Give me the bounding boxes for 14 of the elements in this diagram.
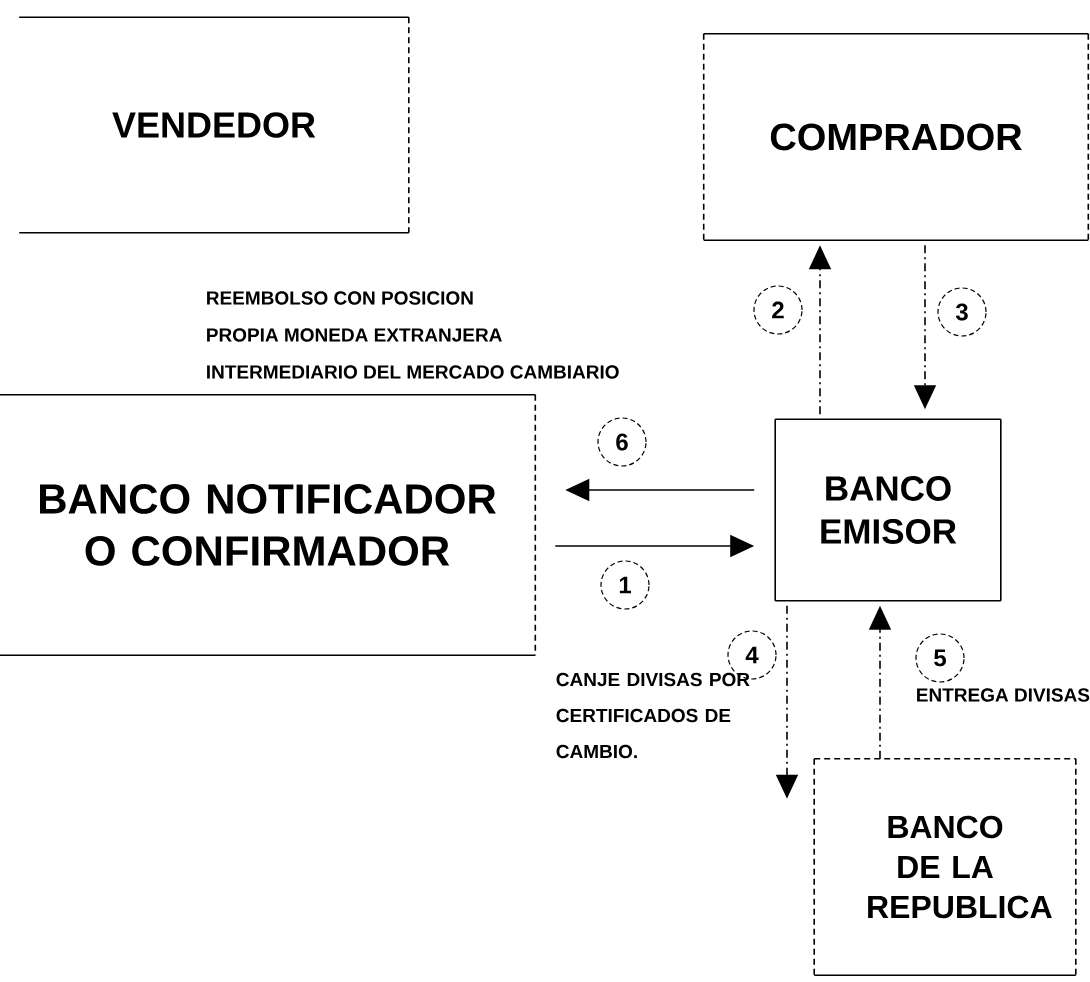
step-number: 5 bbox=[915, 633, 965, 683]
note-text: CANJE DIVISAS POR CERTIFICADOS DE CAMBIO. bbox=[556, 672, 750, 759]
party-box: BANCO EMISOR bbox=[774, 418, 1002, 602]
note-text: PROPIA MONEDA EXTRANJERA bbox=[207, 328, 502, 342]
step-number: 3 bbox=[937, 287, 987, 337]
note-text: ENTREGA DIVISAS bbox=[917, 688, 1090, 702]
party-box: COMPRADOR bbox=[702, 32, 1090, 242]
party-box: BANCO NOTIFICADOR O CONFIRMADOR bbox=[0, 393, 537, 657]
step-number: 1 bbox=[600, 560, 650, 610]
note-text: REEMBOLSO CON POSICION bbox=[207, 291, 473, 305]
step-number: 6 bbox=[597, 417, 647, 467]
step-number: 2 bbox=[753, 285, 803, 335]
party-box: BANCO DE LA REPUBLICA bbox=[813, 757, 1077, 977]
party-box: VENDEDOR bbox=[18, 16, 410, 234]
